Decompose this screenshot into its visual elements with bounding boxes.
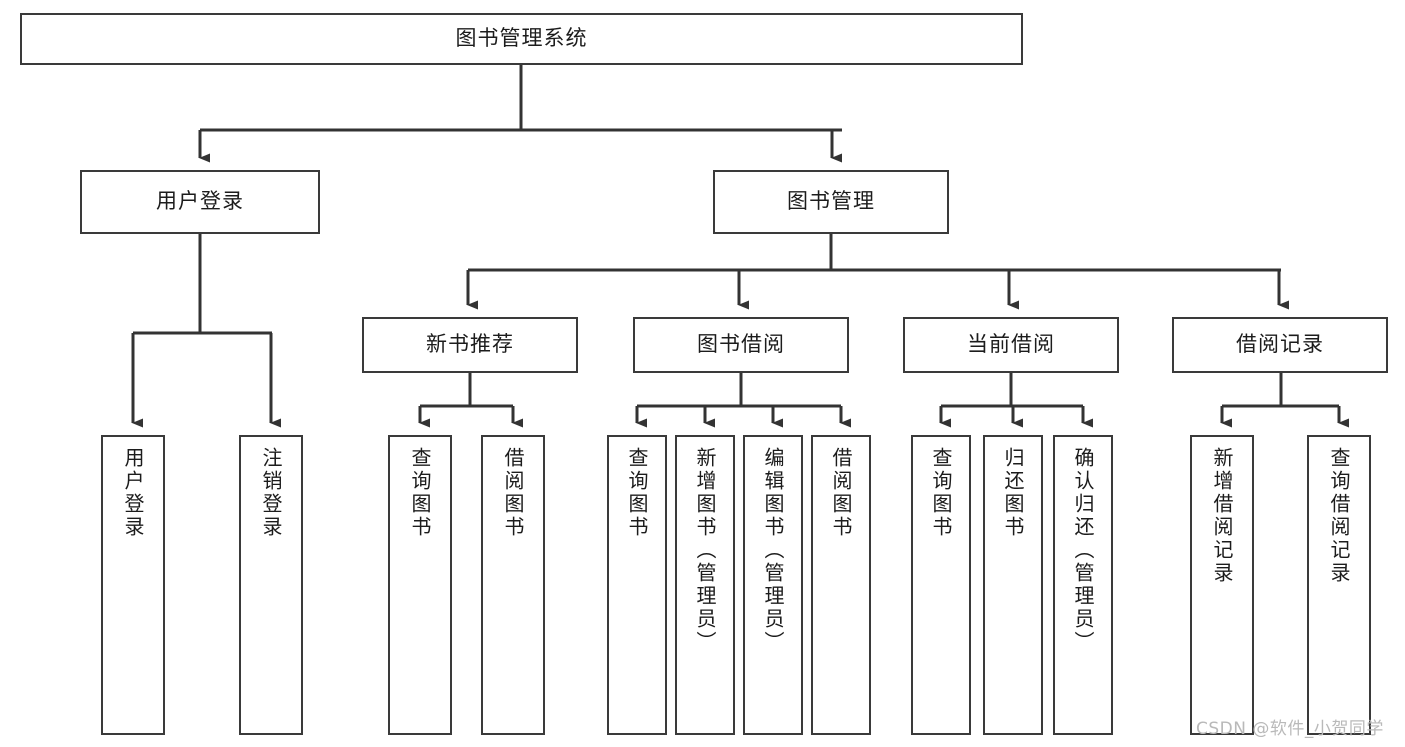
node-leaf-return-book-label: 归还图书 bbox=[1001, 447, 1025, 539]
node-leaf-user-login[interactable]: 用户登录 bbox=[101, 435, 165, 735]
node-leaf-confirm-return-label: 确认归还（管理员） bbox=[1071, 447, 1095, 654]
node-leaf-query-book-1-label: 查询图书 bbox=[408, 447, 432, 539]
node-leaf-query-record[interactable]: 查询借阅记录 bbox=[1307, 435, 1371, 735]
node-leaf-query-book-1[interactable]: 查询图书 bbox=[388, 435, 452, 735]
node-leaf-return-book[interactable]: 归还图书 bbox=[983, 435, 1043, 735]
node-current-borrow[interactable]: 当前借阅 bbox=[903, 317, 1119, 373]
node-leaf-logout[interactable]: 注销登录 bbox=[239, 435, 303, 735]
node-leaf-add-record-label: 新增借阅记录 bbox=[1210, 447, 1234, 585]
node-leaf-edit-book[interactable]: 编辑图书（管理员） bbox=[743, 435, 803, 735]
node-book-borrow[interactable]: 图书借阅 bbox=[633, 317, 849, 373]
node-root[interactable]: 图书管理系统 bbox=[20, 13, 1023, 65]
node-leaf-add-record[interactable]: 新增借阅记录 bbox=[1190, 435, 1254, 735]
node-leaf-confirm-return[interactable]: 确认归还（管理员） bbox=[1053, 435, 1113, 735]
node-leaf-borrow-book-1[interactable]: 借阅图书 bbox=[481, 435, 545, 735]
node-current-borrow-label: 当前借阅 bbox=[967, 332, 1055, 357]
node-leaf-add-book-label: 新增图书（管理员） bbox=[693, 447, 717, 654]
node-leaf-borrow-book-2-label: 借阅图书 bbox=[829, 447, 853, 539]
node-leaf-edit-book-label: 编辑图书（管理员） bbox=[761, 447, 785, 654]
node-leaf-borrow-book-2[interactable]: 借阅图书 bbox=[811, 435, 871, 735]
node-book-borrow-label: 图书借阅 bbox=[697, 332, 785, 357]
node-leaf-query-book-2[interactable]: 查询图书 bbox=[607, 435, 667, 735]
node-leaf-query-book-3[interactable]: 查询图书 bbox=[911, 435, 971, 735]
node-leaf-borrow-book-1-label: 借阅图书 bbox=[501, 447, 525, 539]
node-leaf-add-book[interactable]: 新增图书（管理员） bbox=[675, 435, 735, 735]
node-leaf-query-book-3-label: 查询图书 bbox=[929, 447, 953, 539]
node-leaf-query-record-label: 查询借阅记录 bbox=[1327, 447, 1351, 585]
node-root-label: 图书管理系统 bbox=[455, 26, 588, 51]
node-borrow-record[interactable]: 借阅记录 bbox=[1172, 317, 1388, 373]
node-leaf-user-login-label: 用户登录 bbox=[121, 447, 145, 539]
node-book-manage-label: 图书管理 bbox=[787, 189, 875, 214]
node-leaf-query-book-2-label: 查询图书 bbox=[625, 447, 649, 539]
node-book-manage[interactable]: 图书管理 bbox=[713, 170, 949, 234]
node-new-book-recommend-label: 新书推荐 bbox=[426, 332, 514, 357]
node-user-login[interactable]: 用户登录 bbox=[80, 170, 320, 234]
node-new-book-recommend[interactable]: 新书推荐 bbox=[362, 317, 578, 373]
node-leaf-logout-label: 注销登录 bbox=[259, 447, 283, 539]
node-user-login-label: 用户登录 bbox=[156, 189, 244, 214]
node-borrow-record-label: 借阅记录 bbox=[1236, 332, 1324, 357]
